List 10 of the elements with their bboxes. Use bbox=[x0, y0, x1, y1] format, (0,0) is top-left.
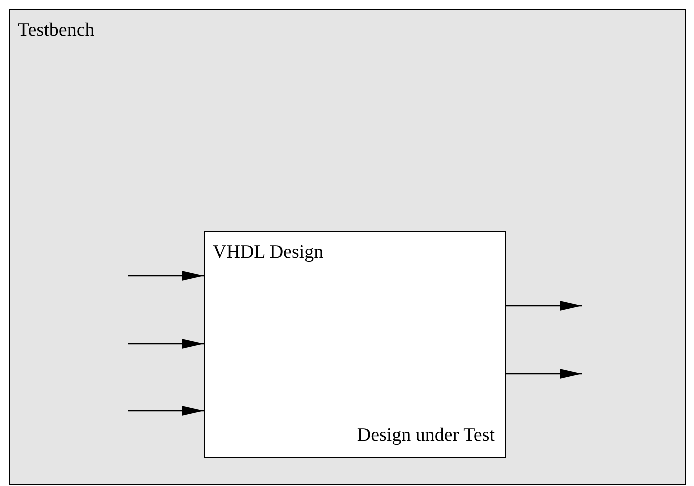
box-title: VHDL Design bbox=[213, 242, 324, 264]
box-caption: Design under Test bbox=[357, 425, 495, 447]
arrow bbox=[506, 369, 582, 379]
testbench-frame bbox=[9, 9, 686, 485]
arrow bbox=[128, 339, 204, 349]
box-title: Testbench bbox=[18, 20, 95, 42]
arrow bbox=[128, 271, 204, 281]
arrow bbox=[128, 406, 204, 416]
design-box bbox=[204, 231, 506, 458]
arrow bbox=[506, 301, 582, 311]
